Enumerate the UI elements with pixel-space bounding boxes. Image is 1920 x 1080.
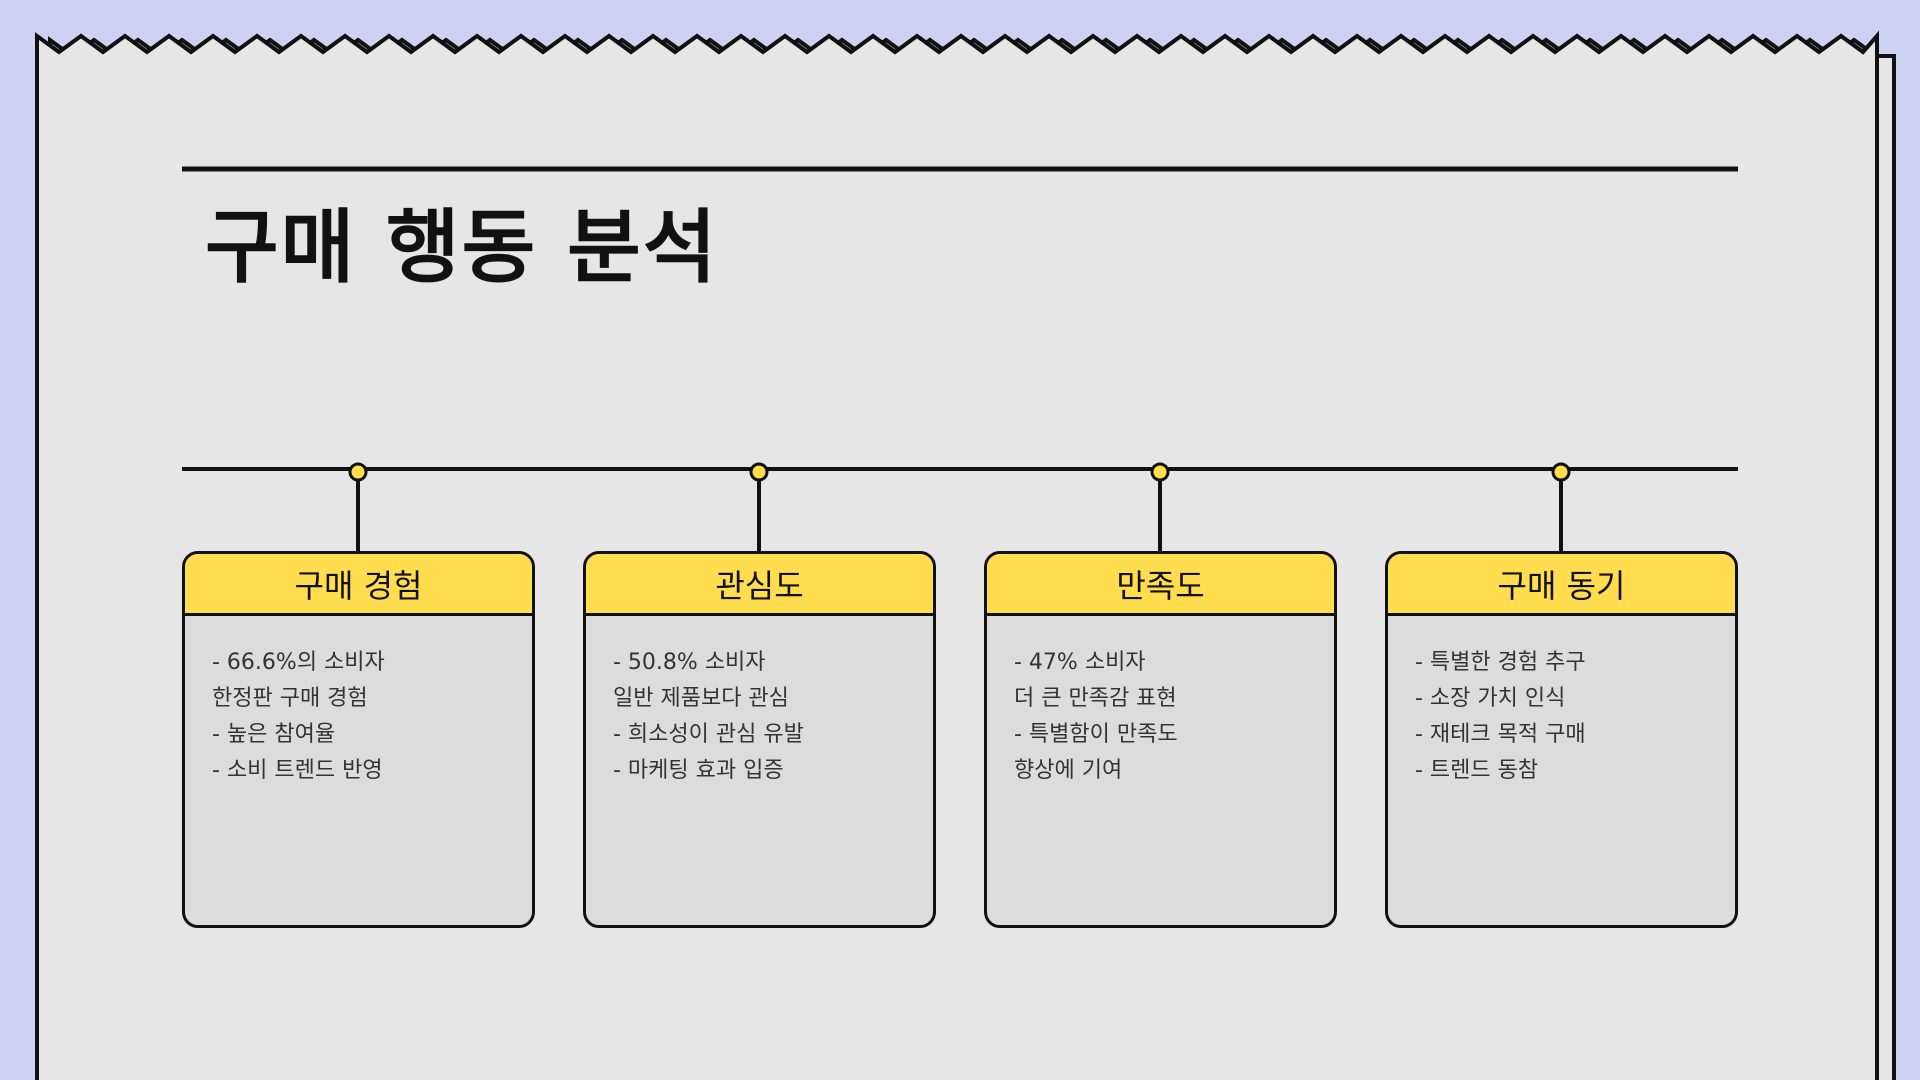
card-line: - 높은 참여율 (212, 722, 336, 747)
card-line: - 소장 가치 인식 (1415, 686, 1566, 711)
card-line: - 마케팅 효과 입증 (613, 758, 784, 783)
timeline-node (1551, 462, 1571, 482)
card-line: 더 큰 만족감 표현 (1014, 686, 1177, 711)
timeline-node (348, 462, 368, 482)
card-purchase-experience: 구매 경험 - 66.6%의 소비자 한정판 구매 경험 - 높은 참여율 - … (182, 551, 535, 928)
card-line: - 66.6%의 소비자 (212, 650, 385, 675)
card-line: - 47% 소비자 (1014, 650, 1146, 675)
card-body: - 47% 소비자 더 큰 만족감 표현 - 특별함이 만족도 향상에 기여 (987, 616, 1334, 789)
card-purchase-motive: 구매 동기 - 특별한 경험 추구 - 소장 가치 인식 - 재테크 목적 구매… (1385, 551, 1738, 928)
card-header: 구매 경험 (185, 554, 532, 616)
card-line: - 재테크 목적 구매 (1415, 722, 1586, 747)
card-header: 만족도 (987, 554, 1334, 616)
card-line: 한정판 구매 경험 (212, 686, 368, 711)
card-line: - 소비 트렌드 반영 (212, 758, 383, 783)
card-line: 일반 제품보다 관심 (613, 686, 789, 711)
card-header: 관심도 (586, 554, 933, 616)
page-title: 구매 행동 분석 (205, 201, 719, 294)
timeline-node (1150, 462, 1170, 482)
card-satisfaction: 만족도 - 47% 소비자 더 큰 만족감 표현 - 특별함이 만족도 향상에 … (984, 551, 1337, 928)
card-body: - 50.8% 소비자 일반 제품보다 관심 - 희소성이 관심 유발 - 마케… (586, 616, 933, 789)
timeline-connectors (348, 462, 1571, 552)
card-line: - 50.8% 소비자 (613, 650, 766, 675)
card-interest: 관심도 - 50.8% 소비자 일반 제품보다 관심 - 희소성이 관심 유발 … (583, 551, 936, 928)
timeline-node (749, 462, 769, 482)
card-body: - 특별한 경험 추구 - 소장 가치 인식 - 재테크 목적 구매 - 트렌드… (1388, 616, 1735, 789)
card-line: - 트렌드 동참 (1415, 758, 1539, 783)
card-line: - 특별한 경험 추구 (1415, 650, 1586, 675)
card-line: - 희소성이 관심 유발 (613, 722, 804, 747)
card-body: - 66.6%의 소비자 한정판 구매 경험 - 높은 참여율 - 소비 트렌드… (185, 616, 532, 789)
card-header: 구매 동기 (1388, 554, 1735, 616)
card-line: 향상에 기여 (1014, 758, 1123, 783)
card-line: - 특별함이 만족도 (1014, 722, 1178, 747)
